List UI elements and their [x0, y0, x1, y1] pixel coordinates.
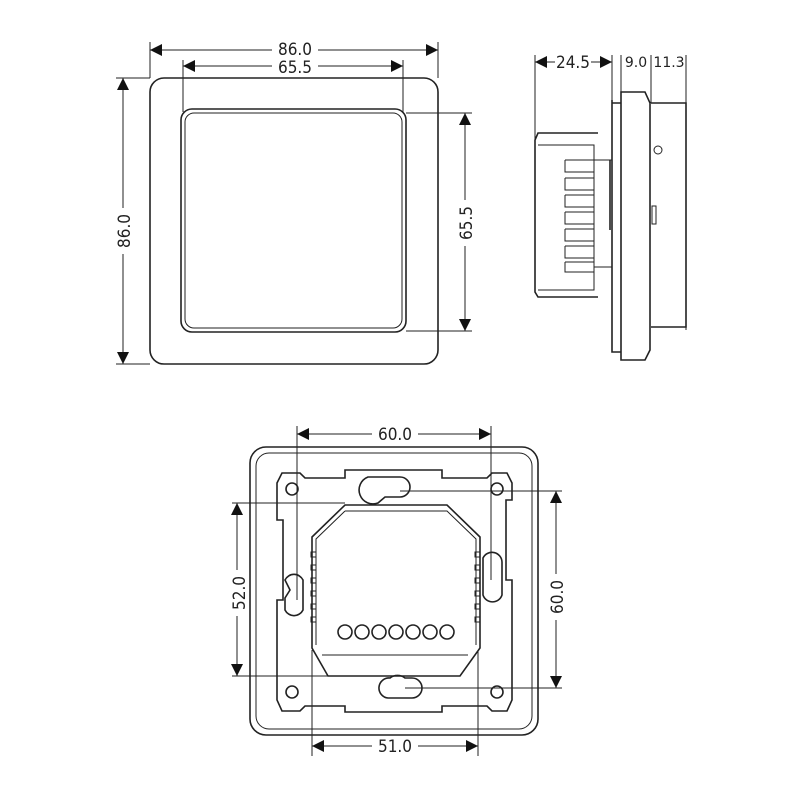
- front-frame: [149, 77, 439, 365]
- side-view: 24.5 9.0 11.3: [534, 52, 687, 361]
- back-frame: [249, 446, 539, 736]
- dim-label-hole-spacing-vertical: 60.0: [548, 580, 568, 614]
- dim-label-depth-back: 24.5: [556, 53, 590, 73]
- terminal-holes: [337, 624, 455, 640]
- electronics-module: [311, 504, 481, 677]
- dim-label-hole-spacing-horizontal: 60.0: [378, 425, 412, 445]
- dim-label-module-width: 51.0: [378, 737, 412, 757]
- dim-label-depth-plate: 9.0: [625, 55, 647, 71]
- dim-label-width-inner: 65.5: [278, 58, 312, 78]
- mounting-plate: [276, 469, 513, 713]
- back-view: 60.0 52.0 60.0 51.0: [227, 424, 568, 757]
- dim-label-height-inner: 65.5: [457, 206, 477, 240]
- dim-label-height-outer: 86.0: [115, 214, 135, 248]
- front-face: [180, 108, 407, 333]
- dim-label-depth-front: 11.3: [653, 55, 684, 71]
- front-view: 86.0 65.5 86.0 65.5: [112, 38, 477, 365]
- dim-label-width-outer: 86.0: [278, 40, 312, 60]
- dim-label-module-height: 52.0: [230, 576, 250, 610]
